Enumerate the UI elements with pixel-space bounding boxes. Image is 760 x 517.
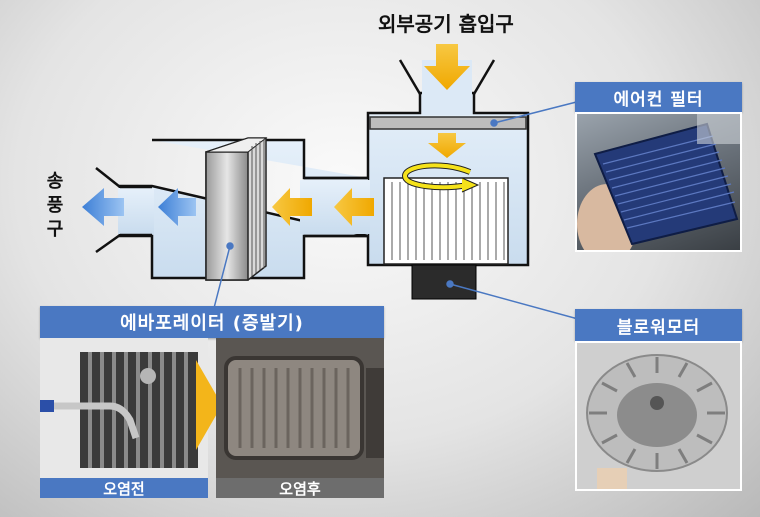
evaporator-dirty-photo [216, 338, 384, 478]
blower-motor-block [411, 264, 477, 300]
flow-arrow-left-icon [272, 188, 374, 226]
before-after-arrow-icon [196, 360, 222, 450]
blower-fan [383, 177, 509, 265]
evaporator-label: 에바포레이터 (증발기) [40, 306, 384, 338]
blower-photo [575, 341, 742, 491]
outlet-arrow-icon [82, 188, 196, 226]
filter-label: 에어컨 필터 [575, 82, 742, 112]
evaporator-core [205, 137, 268, 281]
before-caption: 오염전 [40, 478, 208, 498]
blower-label: 블로워모터 [575, 309, 742, 341]
after-caption: 오염후 [216, 478, 384, 498]
fan-swirl-icon [401, 162, 480, 193]
intake-title: 외부공기 흡입구 [378, 12, 514, 36]
filter-photo [575, 112, 742, 252]
outlet-label: 송 풍 구 [46, 171, 64, 240]
filter-flow-arrow-icon [428, 133, 466, 158]
intake-arrow-icon [424, 44, 470, 90]
evaporator-clean-photo [40, 338, 208, 478]
air-filter-element [369, 116, 527, 130]
